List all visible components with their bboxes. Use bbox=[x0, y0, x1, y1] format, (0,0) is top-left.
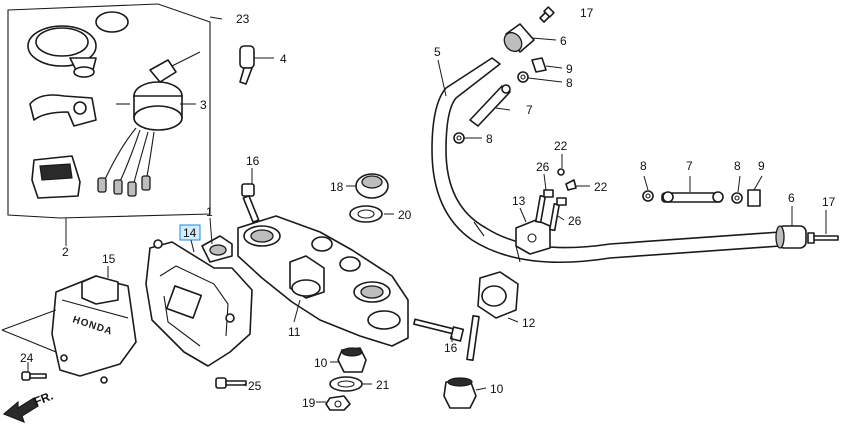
callout-21[interactable]: 21 bbox=[376, 378, 390, 392]
bolt-upper-16 bbox=[241, 183, 260, 223]
holder-clip-b bbox=[565, 179, 577, 191]
holder-clip-a bbox=[557, 168, 565, 176]
callout-20[interactable]: 20 bbox=[398, 208, 412, 222]
bushing-right bbox=[443, 377, 477, 409]
meter-cover-inner bbox=[145, 239, 253, 367]
meter-bracket bbox=[201, 235, 233, 263]
stem-washer bbox=[349, 205, 383, 223]
callout-17-right[interactable]: 17 bbox=[822, 195, 836, 209]
nut-right-inner bbox=[731, 192, 743, 204]
ignition-cap bbox=[27, 11, 129, 78]
weight-shaft-upper bbox=[469, 84, 511, 127]
callout-22-upper[interactable]: 22 bbox=[554, 139, 568, 153]
callout-6-right[interactable]: 6 bbox=[788, 191, 795, 205]
callout-16-lower[interactable]: 16 bbox=[444, 341, 458, 355]
callout-25[interactable]: 25 bbox=[248, 379, 262, 393]
callout-26-lower[interactable]: 26 bbox=[568, 214, 582, 228]
bolt-24 bbox=[21, 371, 47, 381]
switch-rubber-cover bbox=[31, 155, 81, 199]
bushing-center bbox=[337, 347, 367, 373]
bolt-upper bbox=[539, 6, 555, 23]
callout-17-upper[interactable]: 17 bbox=[580, 6, 594, 20]
callout-16-upper[interactable]: 16 bbox=[246, 154, 260, 168]
callout-3[interactable]: 3 bbox=[200, 98, 207, 112]
handlebar-holder-lower bbox=[466, 271, 519, 362]
callout-15[interactable]: 15 bbox=[102, 252, 116, 266]
weight-clip-upper bbox=[531, 57, 547, 73]
callout-7-upper[interactable]: 7 bbox=[526, 103, 533, 117]
callout-6-upper[interactable]: 6 bbox=[560, 34, 567, 48]
callout-9-right[interactable]: 9 bbox=[758, 159, 765, 173]
weight-shaft-right bbox=[661, 191, 724, 203]
callout-24[interactable]: 24 bbox=[20, 351, 34, 365]
callout-5[interactable]: 5 bbox=[434, 45, 441, 59]
bolt-right bbox=[807, 232, 839, 244]
top-bridge bbox=[237, 215, 409, 347]
callout-23[interactable]: 23 bbox=[236, 12, 250, 26]
callout-12[interactable]: 12 bbox=[522, 316, 536, 330]
callout-labels: 23 4 3 2 5 17 6 9 8 7 8 22 26 22 13 26 8… bbox=[20, 6, 836, 410]
callout-10-right[interactable]: 10 bbox=[490, 382, 504, 396]
leader-lines bbox=[27, 16, 827, 403]
callout-1[interactable]: 1 bbox=[206, 205, 213, 219]
callout-19[interactable]: 19 bbox=[302, 396, 316, 410]
callout-13[interactable]: 13 bbox=[512, 194, 526, 208]
stem-cap bbox=[355, 173, 389, 199]
bar-end-weight-upper bbox=[503, 23, 535, 53]
callout-8-upper-left[interactable]: 8 bbox=[486, 132, 493, 146]
direction-label: FR. bbox=[32, 389, 55, 409]
callout-7-right[interactable]: 7 bbox=[686, 159, 693, 173]
callout-22-lower[interactable]: 22 bbox=[594, 180, 608, 194]
washer-21 bbox=[329, 376, 363, 392]
callout-2[interactable]: 2 bbox=[62, 245, 69, 259]
front-cover: HONDA bbox=[51, 275, 137, 384]
weight-clip-right bbox=[747, 189, 761, 207]
handlebar-pipe bbox=[431, 57, 781, 264]
holder-bolt-a bbox=[534, 189, 554, 224]
front-direction-arrow: FR. bbox=[2, 389, 55, 424]
bolt-lower-16 bbox=[413, 318, 465, 342]
callout-14[interactable]: 14 bbox=[183, 226, 197, 240]
callout-8-upper-right[interactable]: 8 bbox=[566, 76, 573, 90]
callout-11[interactable]: 11 bbox=[288, 325, 301, 339]
callout-18[interactable]: 18 bbox=[330, 180, 344, 194]
callout-4[interactable]: 4 bbox=[280, 52, 287, 66]
holder-bolt-b bbox=[548, 197, 567, 232]
nut-upper-right bbox=[517, 71, 529, 83]
callout-8-right-inner[interactable]: 8 bbox=[734, 159, 741, 173]
callout-9-upper[interactable]: 9 bbox=[566, 62, 573, 76]
nut-right-outer bbox=[642, 190, 654, 202]
callout-14-highlight bbox=[179, 224, 201, 241]
bar-end-weight-right bbox=[775, 225, 807, 249]
bolt-25 bbox=[215, 377, 247, 389]
ignition-key bbox=[239, 45, 255, 85]
callout-10-center[interactable]: 10 bbox=[314, 356, 328, 370]
nut-upper-left bbox=[453, 132, 465, 144]
callout-26-upper[interactable]: 26 bbox=[536, 160, 550, 174]
handlebar-holder-upper bbox=[515, 219, 551, 255]
ignition-switch bbox=[97, 51, 201, 197]
switch-bracket bbox=[29, 94, 97, 127]
callout-8-right-outer[interactable]: 8 bbox=[640, 159, 647, 173]
nut-19 bbox=[325, 395, 351, 411]
ignition-group-frame bbox=[7, 3, 211, 219]
